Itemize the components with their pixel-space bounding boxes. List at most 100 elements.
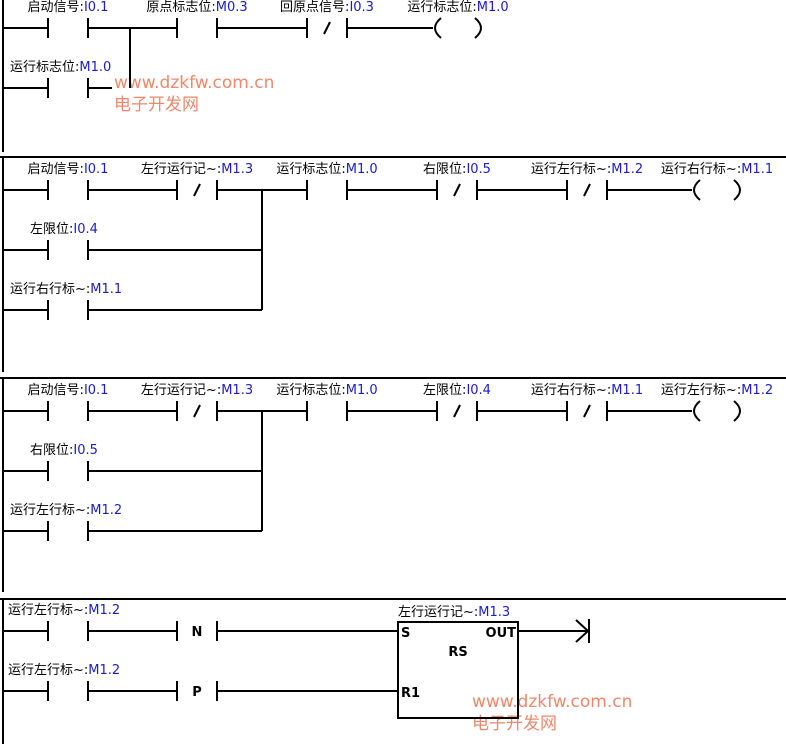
colon: : (84, 603, 88, 618)
operand-label: 运行左行标~:M1.2 (10, 503, 122, 518)
coil-right (733, 400, 741, 422)
operand-name: 回原点信号 (280, 0, 345, 15)
no-contact[interactable]: 运行左行标~:M1.2 (8, 603, 120, 641)
no-contact[interactable]: 运行左行标~:M1.2 (8, 663, 120, 701)
operand-name: 运行左行标~ (531, 162, 607, 177)
colon: : (341, 383, 345, 398)
colon: : (462, 162, 466, 177)
nc-slash (453, 183, 461, 197)
no-contact[interactable]: 启动信号:I0.1 (28, 383, 109, 421)
operand-label: 运行右行标~:M1.1 (661, 162, 773, 177)
no-contact[interactable]: 启动信号:I0.1 (28, 0, 109, 38)
operand-label: 左行运行记~:M1.3 (141, 383, 253, 398)
colon: : (217, 383, 221, 398)
nc-slash (453, 404, 461, 418)
operand-name: 左行运行记~ (141, 383, 217, 398)
rung-4: 运行左行标~:M1.2N运行左行标~:M1.2P左行运行记~:M1.3SR1OU… (0, 598, 786, 744)
nc-contact[interactable]: 左限位:I0.4 (423, 383, 491, 421)
watermark-text: 电子开发网 (114, 95, 199, 115)
operand-address: M0.3 (216, 0, 248, 15)
no-contact[interactable]: 运行标志位:M1.0 (276, 383, 378, 421)
no-contact[interactable]: 启动信号:I0.1 (28, 162, 109, 200)
operand-name: 运行标志位 (10, 60, 75, 75)
negative-edge[interactable]: N (176, 621, 218, 641)
no-contact[interactable]: 右限位:I0.5 (30, 443, 98, 481)
nc-contact[interactable]: 左行运行记~:M1.3 (141, 162, 253, 200)
colon: : (345, 0, 349, 15)
no-contact[interactable]: 运行左行标~:M1.2 (10, 503, 122, 541)
output-coil[interactable]: 运行标志位:M1.0 (407, 0, 509, 39)
operand-label: 运行左行标~:M1.2 (531, 162, 643, 177)
nc-contact[interactable]: 运行右行标~:M1.1 (531, 383, 643, 421)
operand-label: 右限位:I0.5 (30, 443, 98, 458)
operand-label: 左限位:I0.4 (30, 222, 98, 237)
operand-label: 运行右行标~:M1.1 (10, 282, 122, 297)
operand-name: 运行标志位 (276, 162, 341, 177)
coil-right (733, 179, 741, 201)
nc-contact[interactable]: 回原点信号:I0.3 (280, 0, 374, 38)
no-contact[interactable]: 运行右行标~:M1.1 (10, 282, 122, 320)
operand-label: 左行运行记~:M1.3 (141, 162, 253, 177)
operand-address: M1.0 (79, 60, 111, 75)
operand-address: M1.2 (611, 162, 643, 177)
positive-edge[interactable]: P (176, 681, 218, 701)
operand-label: 启动信号:I0.1 (28, 383, 109, 398)
operand-address: I0.1 (84, 0, 109, 15)
operand-address: M1.3 (478, 605, 510, 620)
no-contact[interactable]: 运行标志位:M1.0 (10, 60, 111, 98)
operand-name: 运行右行标~ (10, 282, 86, 297)
operand-name: 运行左行标~ (8, 663, 84, 678)
operand-label: 启动信号:I0.1 (28, 162, 109, 177)
edge-label: P (192, 685, 202, 700)
operand-name: 原点标志位 (146, 0, 211, 15)
nc-contact[interactable]: 左行运行记~:M1.3 (141, 383, 253, 421)
colon: : (69, 222, 73, 237)
operand-name: 左行运行记~ (141, 162, 217, 177)
colon: : (737, 383, 741, 398)
no-contact[interactable]: 左限位:I0.4 (30, 222, 98, 260)
operand-address: M1.1 (90, 282, 122, 297)
operand-label: 右限位:I0.5 (423, 162, 491, 177)
operand-name: 运行右行标~ (531, 383, 607, 398)
nc-contact[interactable]: 运行左行标~:M1.2 (531, 162, 643, 200)
operand-address: M1.3 (221, 162, 253, 177)
operand-name: 右限位 (30, 443, 69, 458)
operand-address: M1.2 (90, 503, 122, 518)
operand-name: 右限位 (423, 162, 462, 177)
output-coil[interactable]: 运行右行标~:M1.1 (661, 162, 773, 201)
operand-address: I0.1 (84, 162, 109, 177)
colon: : (607, 162, 611, 177)
coil-left (693, 400, 701, 422)
reset-pin: R1 (401, 686, 420, 701)
coil-left (693, 179, 701, 201)
operand-name: 运行右行标~ (661, 162, 737, 177)
operand-address: M1.0 (477, 0, 509, 15)
operand-label: 运行左行标~:M1.2 (8, 603, 120, 618)
no-contact[interactable]: 原点标志位:M0.3 (146, 0, 248, 38)
operand-name: 运行左行标~ (8, 603, 84, 618)
operand-name: 左限位 (423, 383, 462, 398)
operand-address: M1.3 (221, 383, 253, 398)
watermark-url: www.dzkfw.com.cn (114, 73, 274, 93)
output-coil[interactable]: 运行左行标~:M1.2 (661, 383, 773, 422)
block-type: RS (448, 645, 467, 660)
no-contact[interactable]: 运行标志位:M1.0 (276, 162, 378, 200)
nc-contact[interactable]: 右限位:I0.5 (423, 162, 491, 200)
operand-label: 运行标志位:M1.0 (276, 383, 377, 398)
operand-address: I0.4 (466, 383, 491, 398)
operand-name: 运行左行标~ (661, 383, 737, 398)
output-arrow-icon (575, 619, 590, 643)
operand-name: 启动信号 (28, 162, 80, 177)
colon: : (86, 282, 90, 297)
operand-label: 运行标志位:M1.0 (407, 0, 508, 15)
colon: : (737, 162, 741, 177)
operand-name: 运行左行标~ (10, 503, 86, 518)
operand-address: I0.4 (73, 222, 98, 237)
colon: : (341, 162, 345, 177)
operand-address: M1.2 (88, 603, 120, 618)
out-pin: OUT (486, 626, 517, 641)
